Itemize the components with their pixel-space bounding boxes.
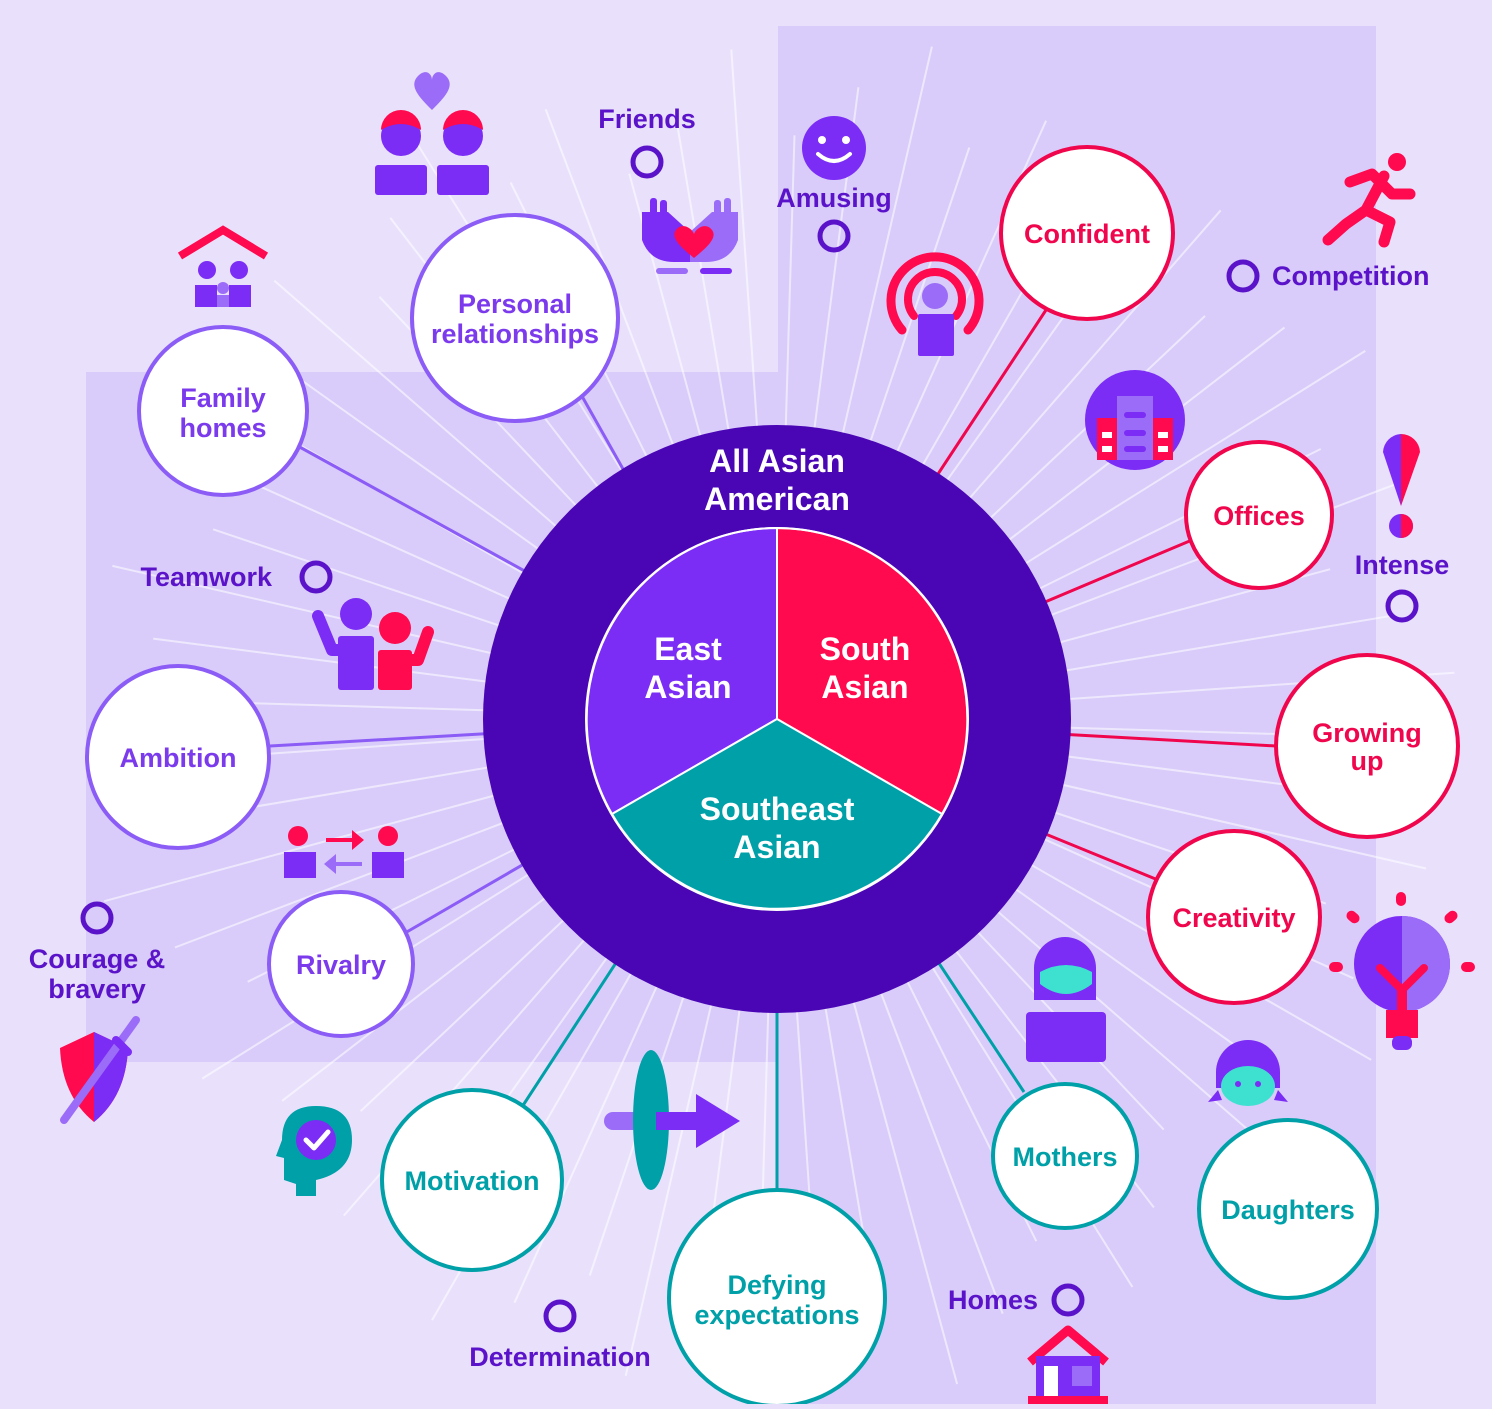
label-friends: Friends [598, 104, 696, 179]
teamwork-marker [299, 560, 333, 594]
theme-bubble-family-homes: Family homes [137, 325, 309, 497]
homes-label: Homes [948, 1285, 1038, 1315]
east-asian-label-1: East [654, 631, 722, 667]
house-icon [1027, 1325, 1109, 1404]
rivalry-exchange-icon [284, 826, 404, 878]
offices-label: Offices [1213, 501, 1305, 531]
south-asian-label-2: Asian [821, 669, 908, 705]
label-amusing: Amusing [776, 183, 892, 253]
office-building-icon [1085, 370, 1185, 470]
smiley-icon [802, 116, 866, 180]
family-home-icon [177, 225, 269, 307]
friends-marker [630, 145, 664, 179]
defying-expectations-label-2: expectations [694, 1300, 859, 1330]
family-homes-label-2: homes [179, 413, 266, 443]
label-homes: Homes [948, 1283, 1085, 1317]
growing-up-label-1: Growing [1312, 718, 1422, 748]
family-homes-label-1: Family [180, 383, 266, 413]
personal-relationships-label-1: Personal [458, 289, 572, 319]
podcast-icon [886, 252, 984, 356]
mothers-label: Mothers [1012, 1142, 1117, 1172]
exclamation-icon [1383, 433, 1420, 538]
daughters-label: Daughters [1221, 1195, 1355, 1225]
target-arrow-icon [604, 1050, 740, 1190]
creativity-label: Creativity [1172, 903, 1295, 933]
couple-heart-icon [375, 72, 489, 195]
all-asian-american-label-1: All Asian [709, 443, 845, 479]
theme-bubble-defying-expectations: Defying expectations [667, 1188, 887, 1408]
intense-marker [1385, 589, 1419, 623]
amusing-marker [817, 219, 851, 253]
label-intense: Intense [1355, 550, 1450, 623]
lightbulb-icon [1329, 892, 1475, 1050]
shield-sword-icon [60, 1016, 140, 1124]
personal-relationships-label-2: relationships [431, 319, 599, 349]
defying-expectations-label-1: Defying [727, 1270, 826, 1300]
homes-marker [1051, 1283, 1085, 1317]
label-competition: Competition [1226, 259, 1429, 293]
hands-heart-icon [642, 198, 738, 274]
head-check-icon [276, 1106, 352, 1196]
label-teamwork: Teamwork [140, 560, 333, 594]
confident-label: Confident [1024, 219, 1150, 249]
mother-icon [1026, 937, 1106, 1062]
theme-bubble-ambition: Ambition [85, 664, 271, 850]
intense-label: Intense [1355, 550, 1450, 580]
competition-marker [1226, 259, 1260, 293]
teamwork-label: Teamwork [140, 562, 273, 592]
all-asian-american-label-2: American [704, 481, 850, 517]
determination-marker [543, 1299, 577, 1333]
south-asian-label-1: South [820, 631, 911, 667]
southeast-asian-label-1: Southeast [700, 791, 855, 827]
theme-bubble-personal-relationships: Personal relationships [410, 213, 620, 423]
daughter-icon [1208, 1040, 1288, 1106]
courage-label-2: bravery [48, 974, 146, 1004]
east-asian-label-2: Asian [644, 669, 731, 705]
competition-label: Competition [1272, 261, 1429, 291]
theme-bubble-motivation: Motivation [380, 1088, 564, 1272]
central-hub: All Asian American East Asian South Asia… [483, 425, 1071, 1013]
theme-bubble-rivalry: Rivalry [267, 890, 415, 1038]
rivalry-label: Rivalry [296, 950, 386, 980]
amusing-label: Amusing [776, 183, 892, 213]
growing-up-label-2: up [1351, 746, 1384, 776]
theme-bubble-offices: Offices [1184, 440, 1334, 590]
friends-label: Friends [598, 104, 696, 134]
runner-icon [1322, 153, 1416, 248]
label-determination: Determination [469, 1299, 651, 1372]
theme-bubble-mothers: Mothers [991, 1082, 1139, 1230]
ambition-label: Ambition [120, 743, 237, 773]
teamwork-icon [312, 598, 434, 690]
theme-bubble-daughters: Daughters [1197, 1118, 1379, 1300]
determination-label: Determination [469, 1342, 651, 1372]
courage-label-1: Courage & [29, 944, 166, 974]
courage-marker [80, 901, 114, 935]
southeast-asian-label-2: Asian [733, 829, 820, 865]
label-courage-bravery: Courage & bravery [29, 901, 166, 1004]
theme-bubble-creativity: Creativity [1146, 829, 1322, 1005]
theme-bubble-growing-up: Growing up [1274, 653, 1460, 839]
motivation-label: Motivation [405, 1166, 540, 1196]
theme-bubble-confident: Confident [999, 145, 1175, 321]
